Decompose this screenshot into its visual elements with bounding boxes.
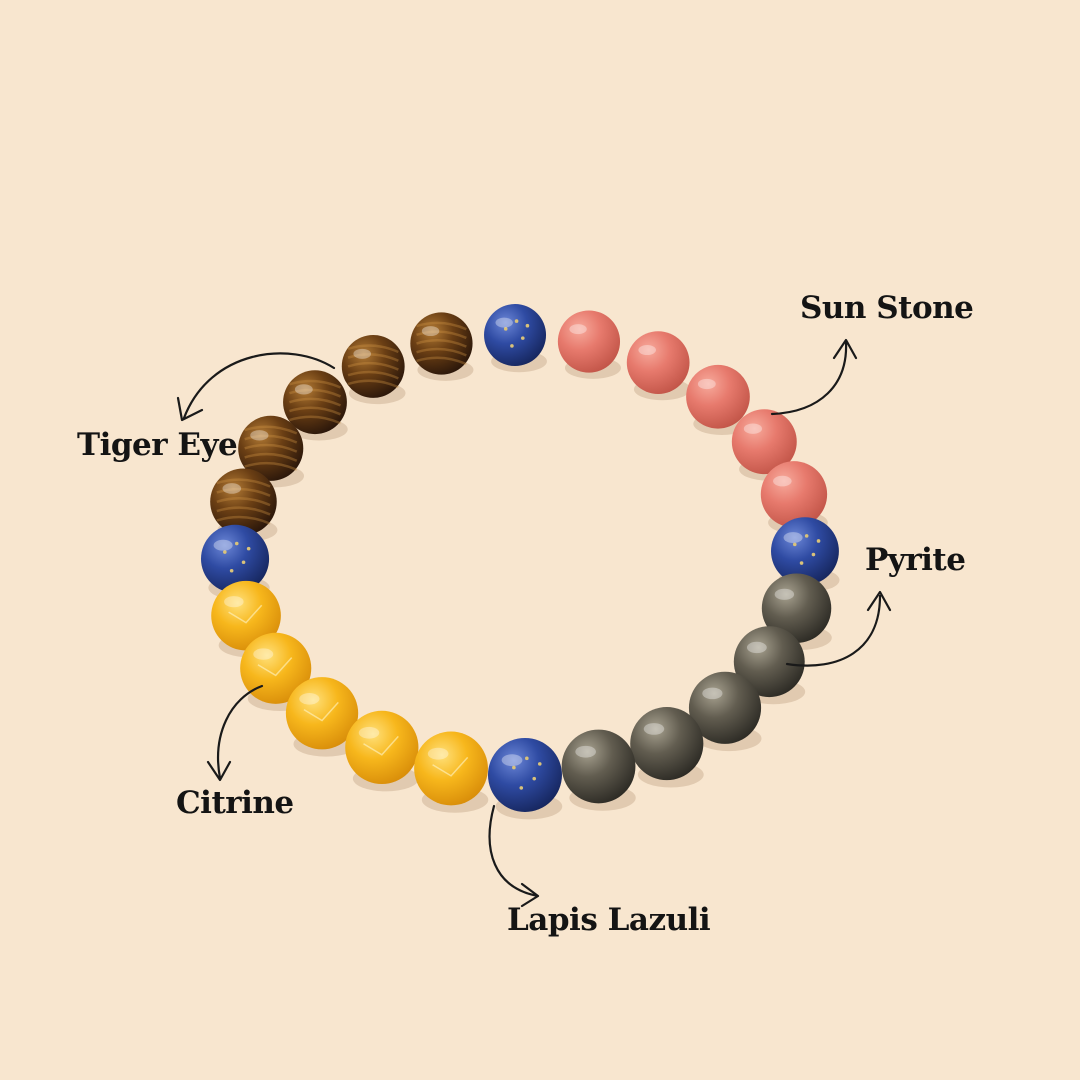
tiger-eye-label: Tiger Eye — [77, 427, 238, 463]
pyrite-bead — [630, 707, 704, 788]
pyrite-label: Pyrite — [865, 542, 966, 578]
citrine-bead — [345, 710, 419, 792]
tiger-eye-bead — [410, 312, 474, 381]
pyrite-bead — [688, 671, 762, 752]
sun-stone-bead — [626, 331, 691, 401]
sun-stone-bead — [557, 310, 621, 379]
citrine-bead — [285, 677, 359, 757]
pyrite-bead — [733, 626, 806, 705]
lapis-lazuli-bead — [484, 304, 547, 373]
tiger-eye-arrow — [176, 352, 336, 422]
lapis-lazuli-bead — [487, 737, 563, 820]
pyrite-bead — [561, 729, 636, 811]
tiger-eye-bead — [341, 334, 406, 405]
lapis-lazuli-arrow — [488, 804, 540, 908]
sun-stone-label: Sun Stone — [800, 290, 974, 326]
lapis-lazuli-label: Lapis Lazuli — [507, 902, 711, 938]
tiger-eye-bead — [283, 370, 348, 441]
tiger-eye-bead — [238, 415, 305, 488]
citrine-arrow — [206, 684, 264, 782]
tiger-eye-bead — [210, 468, 278, 542]
citrine-label: Citrine — [176, 785, 294, 821]
sun-stone-arrow — [770, 338, 858, 416]
citrine-bead — [414, 731, 489, 813]
pyrite-arrow — [785, 590, 892, 667]
